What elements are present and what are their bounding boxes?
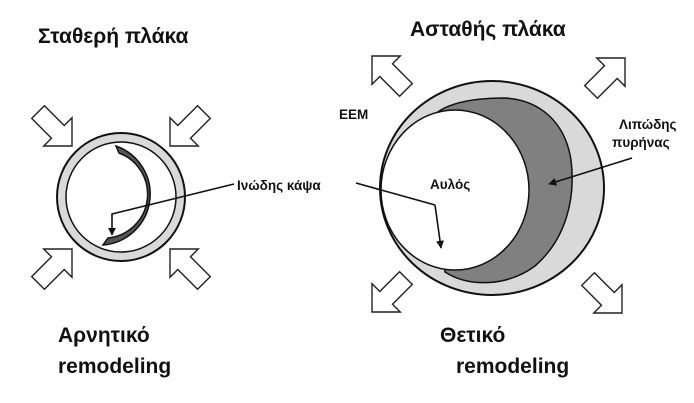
- hollow-arrow-outward-icon: [573, 264, 637, 328]
- negative-remodeling-line2: remodeling: [58, 355, 171, 378]
- stable-plaque-title: Σταθερή πλάκα: [38, 25, 189, 48]
- negative-remodeling-line1: Αρνητικό: [58, 324, 150, 347]
- lipid-core-pointer: [548, 157, 633, 186]
- fibrous-cap: [101, 144, 151, 246]
- lumen-label: Αυλός: [430, 177, 470, 192]
- fibrous-cap-label: Ινώδης κάψα: [237, 178, 321, 193]
- hollow-arrow-outward-icon: [576, 43, 640, 107]
- lipid-core-label-line2: πυρήνας: [612, 135, 670, 150]
- lumen: [65, 141, 177, 253]
- hollow-arrow-outward-icon: [357, 41, 421, 105]
- positive-remodeling-line1: Θετικό: [440, 324, 505, 347]
- unstable-plaque-title: Ασταθής πλάκα: [410, 18, 566, 41]
- fibrous-cap-pointer-right-tip: [434, 204, 444, 249]
- stable-plaque-panel: Σταθερή πλάκα Ινώδης κάψα Αρνητικό remod…: [23, 25, 321, 378]
- eem-label: EEM: [339, 107, 368, 122]
- lipid-core-label-line1: Λιπώδης: [619, 117, 677, 132]
- fibrous-cap-pointer-right: [355, 182, 436, 206]
- positive-remodeling-line2: remodeling: [456, 355, 569, 378]
- unstable-plaque-panel: Ασταθής πλάκα EEM Αυλός Λιπώδης πυρήνας …: [339, 18, 677, 378]
- hollow-arrow-outward-icon: [357, 263, 421, 327]
- fibrous-cap-pointer: [108, 183, 235, 236]
